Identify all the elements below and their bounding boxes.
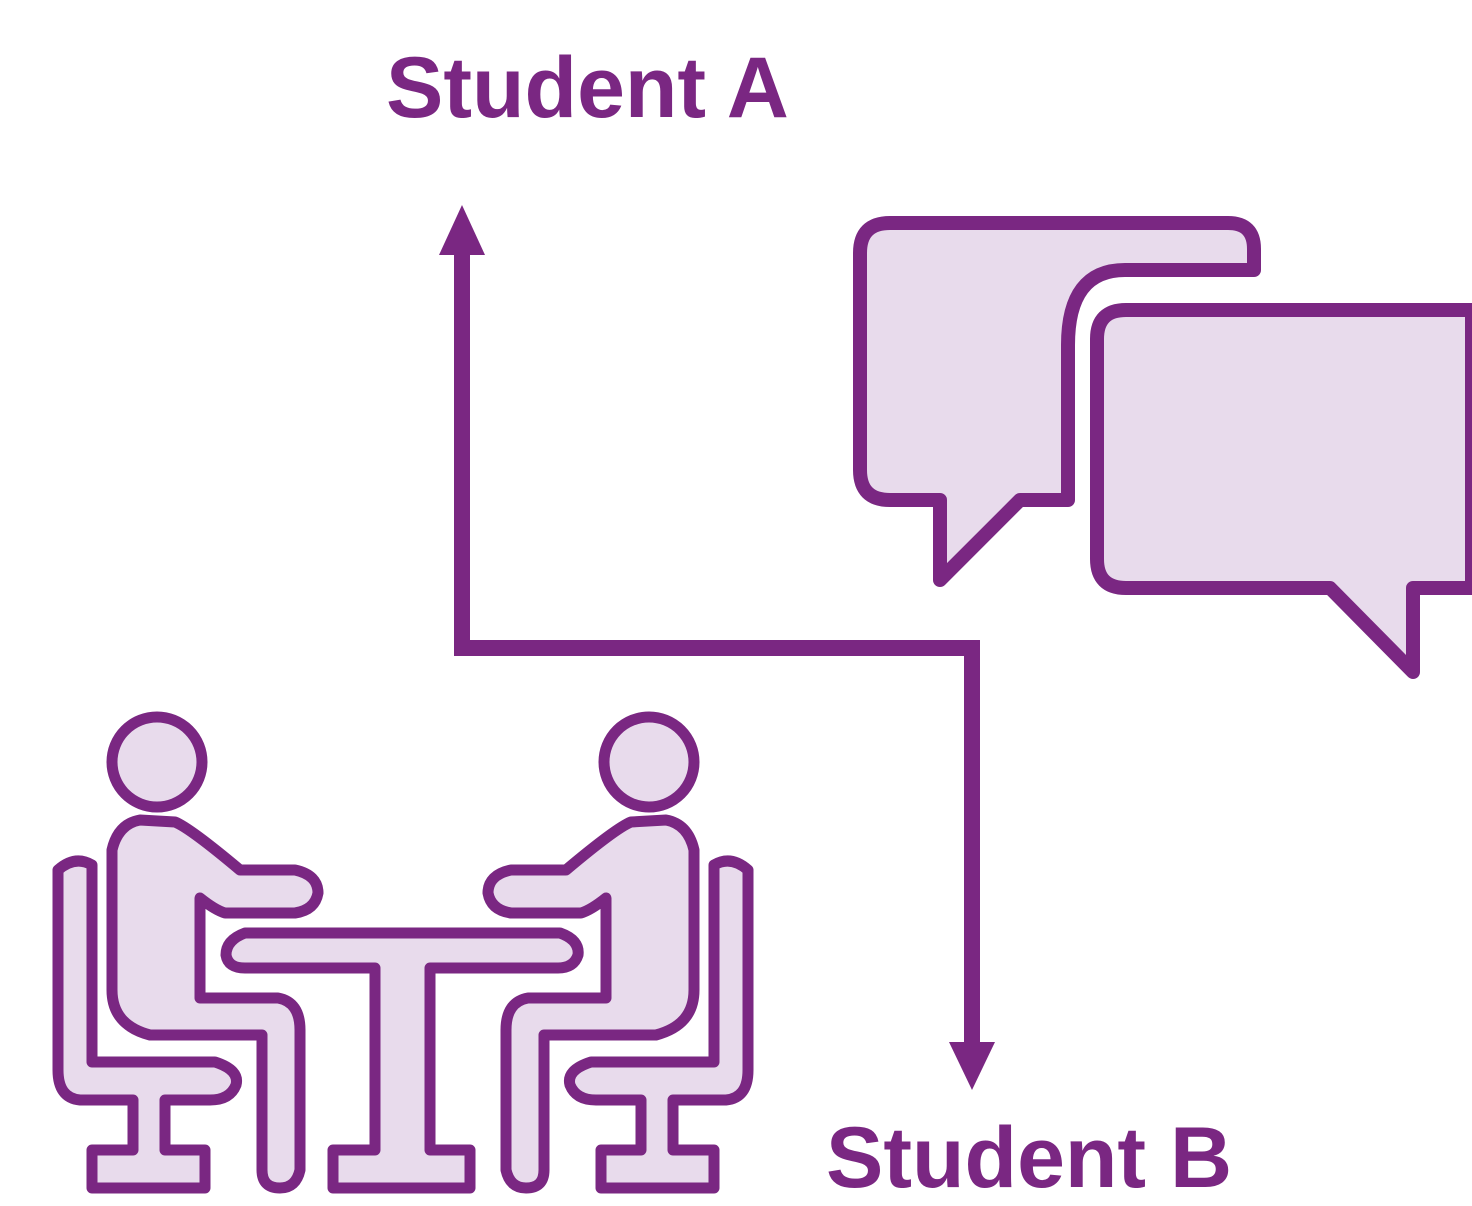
speech-bubble-back [853, 216, 1261, 587]
student-a-label: Student A [386, 40, 789, 136]
right-chair [563, 855, 754, 1194]
left-person-head [106, 711, 208, 813]
arrow-head-down-icon [949, 1042, 995, 1090]
table [220, 927, 584, 1194]
bidirectional-arrow [439, 205, 995, 1090]
student-b-label: Student B [826, 1110, 1233, 1206]
speech-bubble-front [1090, 303, 1472, 679]
speech-bubbles-icon [853, 216, 1472, 679]
left-chair [52, 855, 243, 1194]
right-person-head [598, 711, 700, 813]
right-person-body [482, 814, 700, 1194]
arrow-head-up-icon [439, 205, 485, 255]
left-person-body [106, 814, 324, 1194]
arrow-line [454, 250, 980, 1045]
two-people-at-table-icon [52, 711, 754, 1194]
